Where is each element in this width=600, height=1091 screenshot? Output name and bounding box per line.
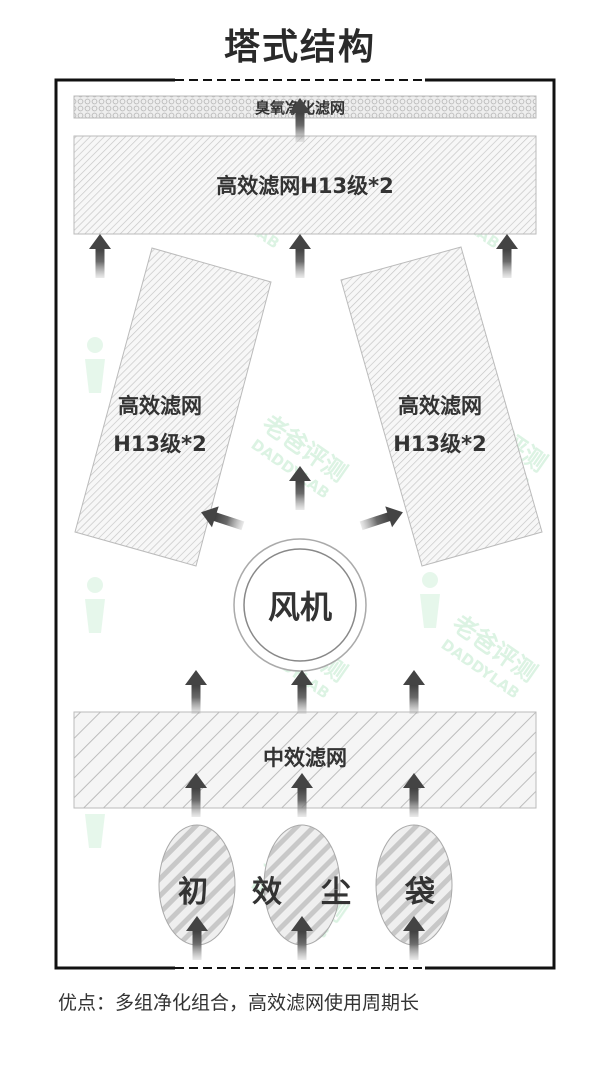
medium-filter-label: 中效滤网: [263, 746, 347, 770]
watermark-figure: [85, 337, 105, 393]
fan: 风机: [233, 538, 367, 672]
fan-label: 风机: [268, 588, 332, 626]
watermark-figure: [420, 572, 440, 628]
diagram-title: 塔式结构: [223, 27, 376, 68]
bag-char-3: 尘: [321, 875, 351, 910]
outer-frame: [54, 78, 556, 970]
arrow-up-right-icon: [357, 501, 407, 537]
bag-char-1: 初: [178, 875, 208, 910]
bag-char-2: 效: [252, 875, 282, 910]
bag-char-4: 袋: [404, 875, 435, 910]
hepa-filter-top: 高效滤网H13级*2: [73, 135, 537, 235]
hepa-filter-right-label-2: H13级*2: [393, 432, 486, 456]
arrow-up-icon: [185, 670, 207, 714]
hepa-filter-right-label-1: 高效滤网: [398, 394, 482, 418]
primary-dust-bags: 初 效 尘 袋: [158, 824, 453, 946]
arrow-up-icon: [289, 234, 311, 278]
arrow-up-icon: [89, 234, 111, 278]
hepa-filter-left: 高效滤网 H13级*2: [74, 247, 272, 567]
arrow-up-icon: [403, 670, 425, 714]
hepa-filter-left-label-2: H13级*2: [113, 432, 206, 456]
watermark-figure: [85, 577, 105, 633]
hepa-filter-top-label: 高效滤网H13级*2: [216, 174, 393, 198]
advantages-caption: 优点：多组净化组合，高效滤网使用周期长: [58, 992, 420, 1014]
hepa-filter-left-label-1: 高效滤网: [118, 394, 202, 418]
hepa-filter-right: 高效滤网 H13级*2: [340, 246, 543, 567]
